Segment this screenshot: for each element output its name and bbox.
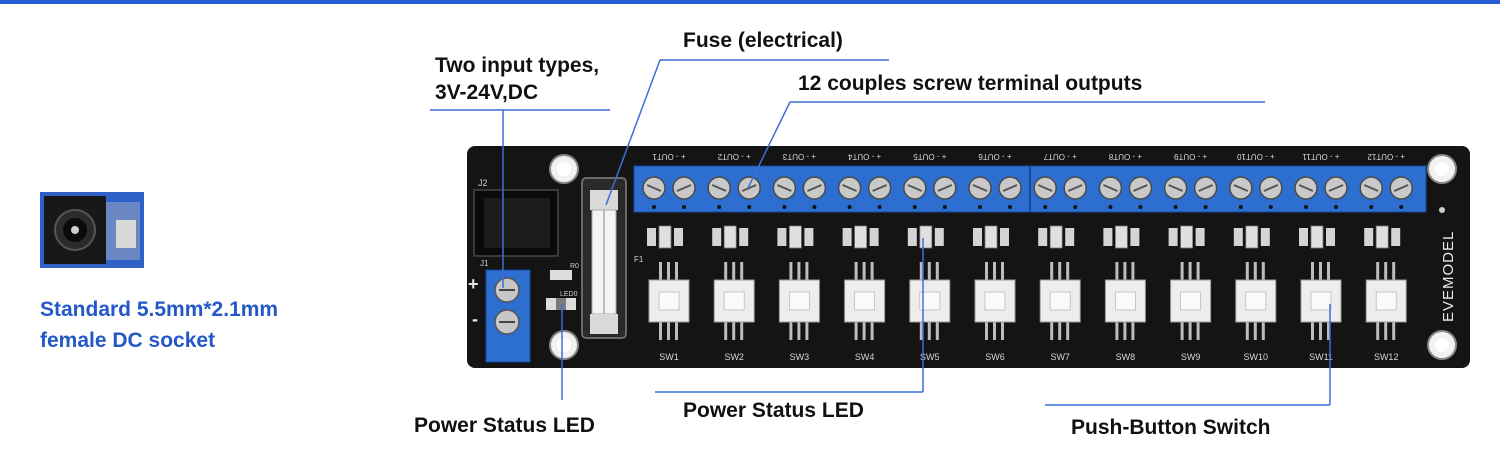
push-button-switch-6[interactable]	[974, 279, 1016, 323]
svg-text:F1: F1	[634, 255, 644, 264]
switch-label-2: SW2	[724, 352, 744, 362]
push-button-label: Push-Button Switch	[1071, 416, 1271, 439]
output-label-4: + - OUT4	[847, 152, 881, 161]
mounting-holes	[549, 154, 1457, 360]
power-led-label-middle: Power Status LED	[683, 399, 864, 422]
svg-text:R0: R0	[570, 263, 579, 270]
output-label-8: + - OUT8	[1108, 152, 1142, 161]
switch-label-1: SW1	[659, 352, 679, 362]
svg-text:+: +	[468, 274, 479, 294]
fuse: F1	[581, 177, 644, 339]
terminal-outputs-label: 12 couples screw terminal outputs	[798, 72, 1143, 95]
switch-label-10: SW10	[1244, 352, 1269, 362]
status-led-7	[1049, 225, 1063, 249]
status-led-1	[658, 225, 672, 249]
output-label-11: + - OUT11	[1302, 152, 1340, 161]
switch-label-4: SW4	[855, 352, 875, 362]
status-led-3	[789, 225, 802, 249]
output-label-7: + - OUT7	[1043, 152, 1077, 161]
input-label-line1: Two input types,	[435, 54, 600, 77]
switch-label-3: SW3	[790, 352, 810, 362]
input-label-line2: 3V-24V,DC	[435, 81, 539, 104]
status-led-8	[1115, 225, 1128, 249]
power-led-left: LED0 R0	[546, 263, 579, 310]
output-label-1: + - OUT1	[652, 152, 686, 161]
status-led-6	[984, 225, 998, 249]
status-led-5	[919, 225, 933, 249]
output-label-10: + - OUT10	[1236, 152, 1274, 161]
switch-label-9: SW9	[1181, 352, 1201, 362]
leader-lines	[430, 59, 1331, 406]
output-label-6: + - OUT6	[978, 152, 1012, 161]
switch-label-12: SW12	[1374, 352, 1399, 362]
switch-label-6: SW6	[985, 352, 1005, 362]
svg-text:J2: J2	[478, 178, 488, 188]
status-led-10	[1245, 225, 1259, 249]
status-led-11	[1310, 225, 1324, 249]
switch-label-8: SW8	[1116, 352, 1136, 362]
output-label-3: + - OUT3	[782, 152, 816, 161]
top-accent-bar	[0, 0, 1500, 4]
power-led-label-left: Power Status LED	[414, 414, 595, 437]
output-label-9: + - OUT9	[1173, 152, 1207, 161]
dc-jack: J2	[473, 178, 559, 257]
switch-label-5: SW5	[920, 352, 940, 362]
svg-text:J1: J1	[480, 259, 489, 268]
push-button-switch-5[interactable]	[909, 279, 951, 323]
socket-label-line2: female DC socket	[40, 329, 216, 352]
fuse-label: Fuse (electrical)	[683, 29, 843, 52]
brand-logo: EVEMODEL	[1440, 231, 1457, 322]
status-led-4	[854, 225, 867, 249]
switch-label-7: SW7	[1050, 352, 1070, 362]
output-label-2: + - OUT2	[717, 152, 751, 161]
status-led-2	[723, 225, 737, 249]
status-led-12	[1375, 225, 1389, 249]
switch-label-11: SW11	[1309, 352, 1333, 362]
status-led-9	[1180, 225, 1193, 249]
socket-label-line1: Standard 5.5mm*2.1mm	[40, 298, 279, 321]
svg-text:-: -	[472, 309, 478, 329]
output-label-12: + - OUT12	[1367, 152, 1405, 161]
input-terminal: + - J1	[468, 259, 531, 363]
dc-socket-photo	[40, 192, 144, 268]
svg-text:LED0: LED0	[560, 291, 578, 298]
output-label-5: + - OUT5	[913, 152, 947, 161]
